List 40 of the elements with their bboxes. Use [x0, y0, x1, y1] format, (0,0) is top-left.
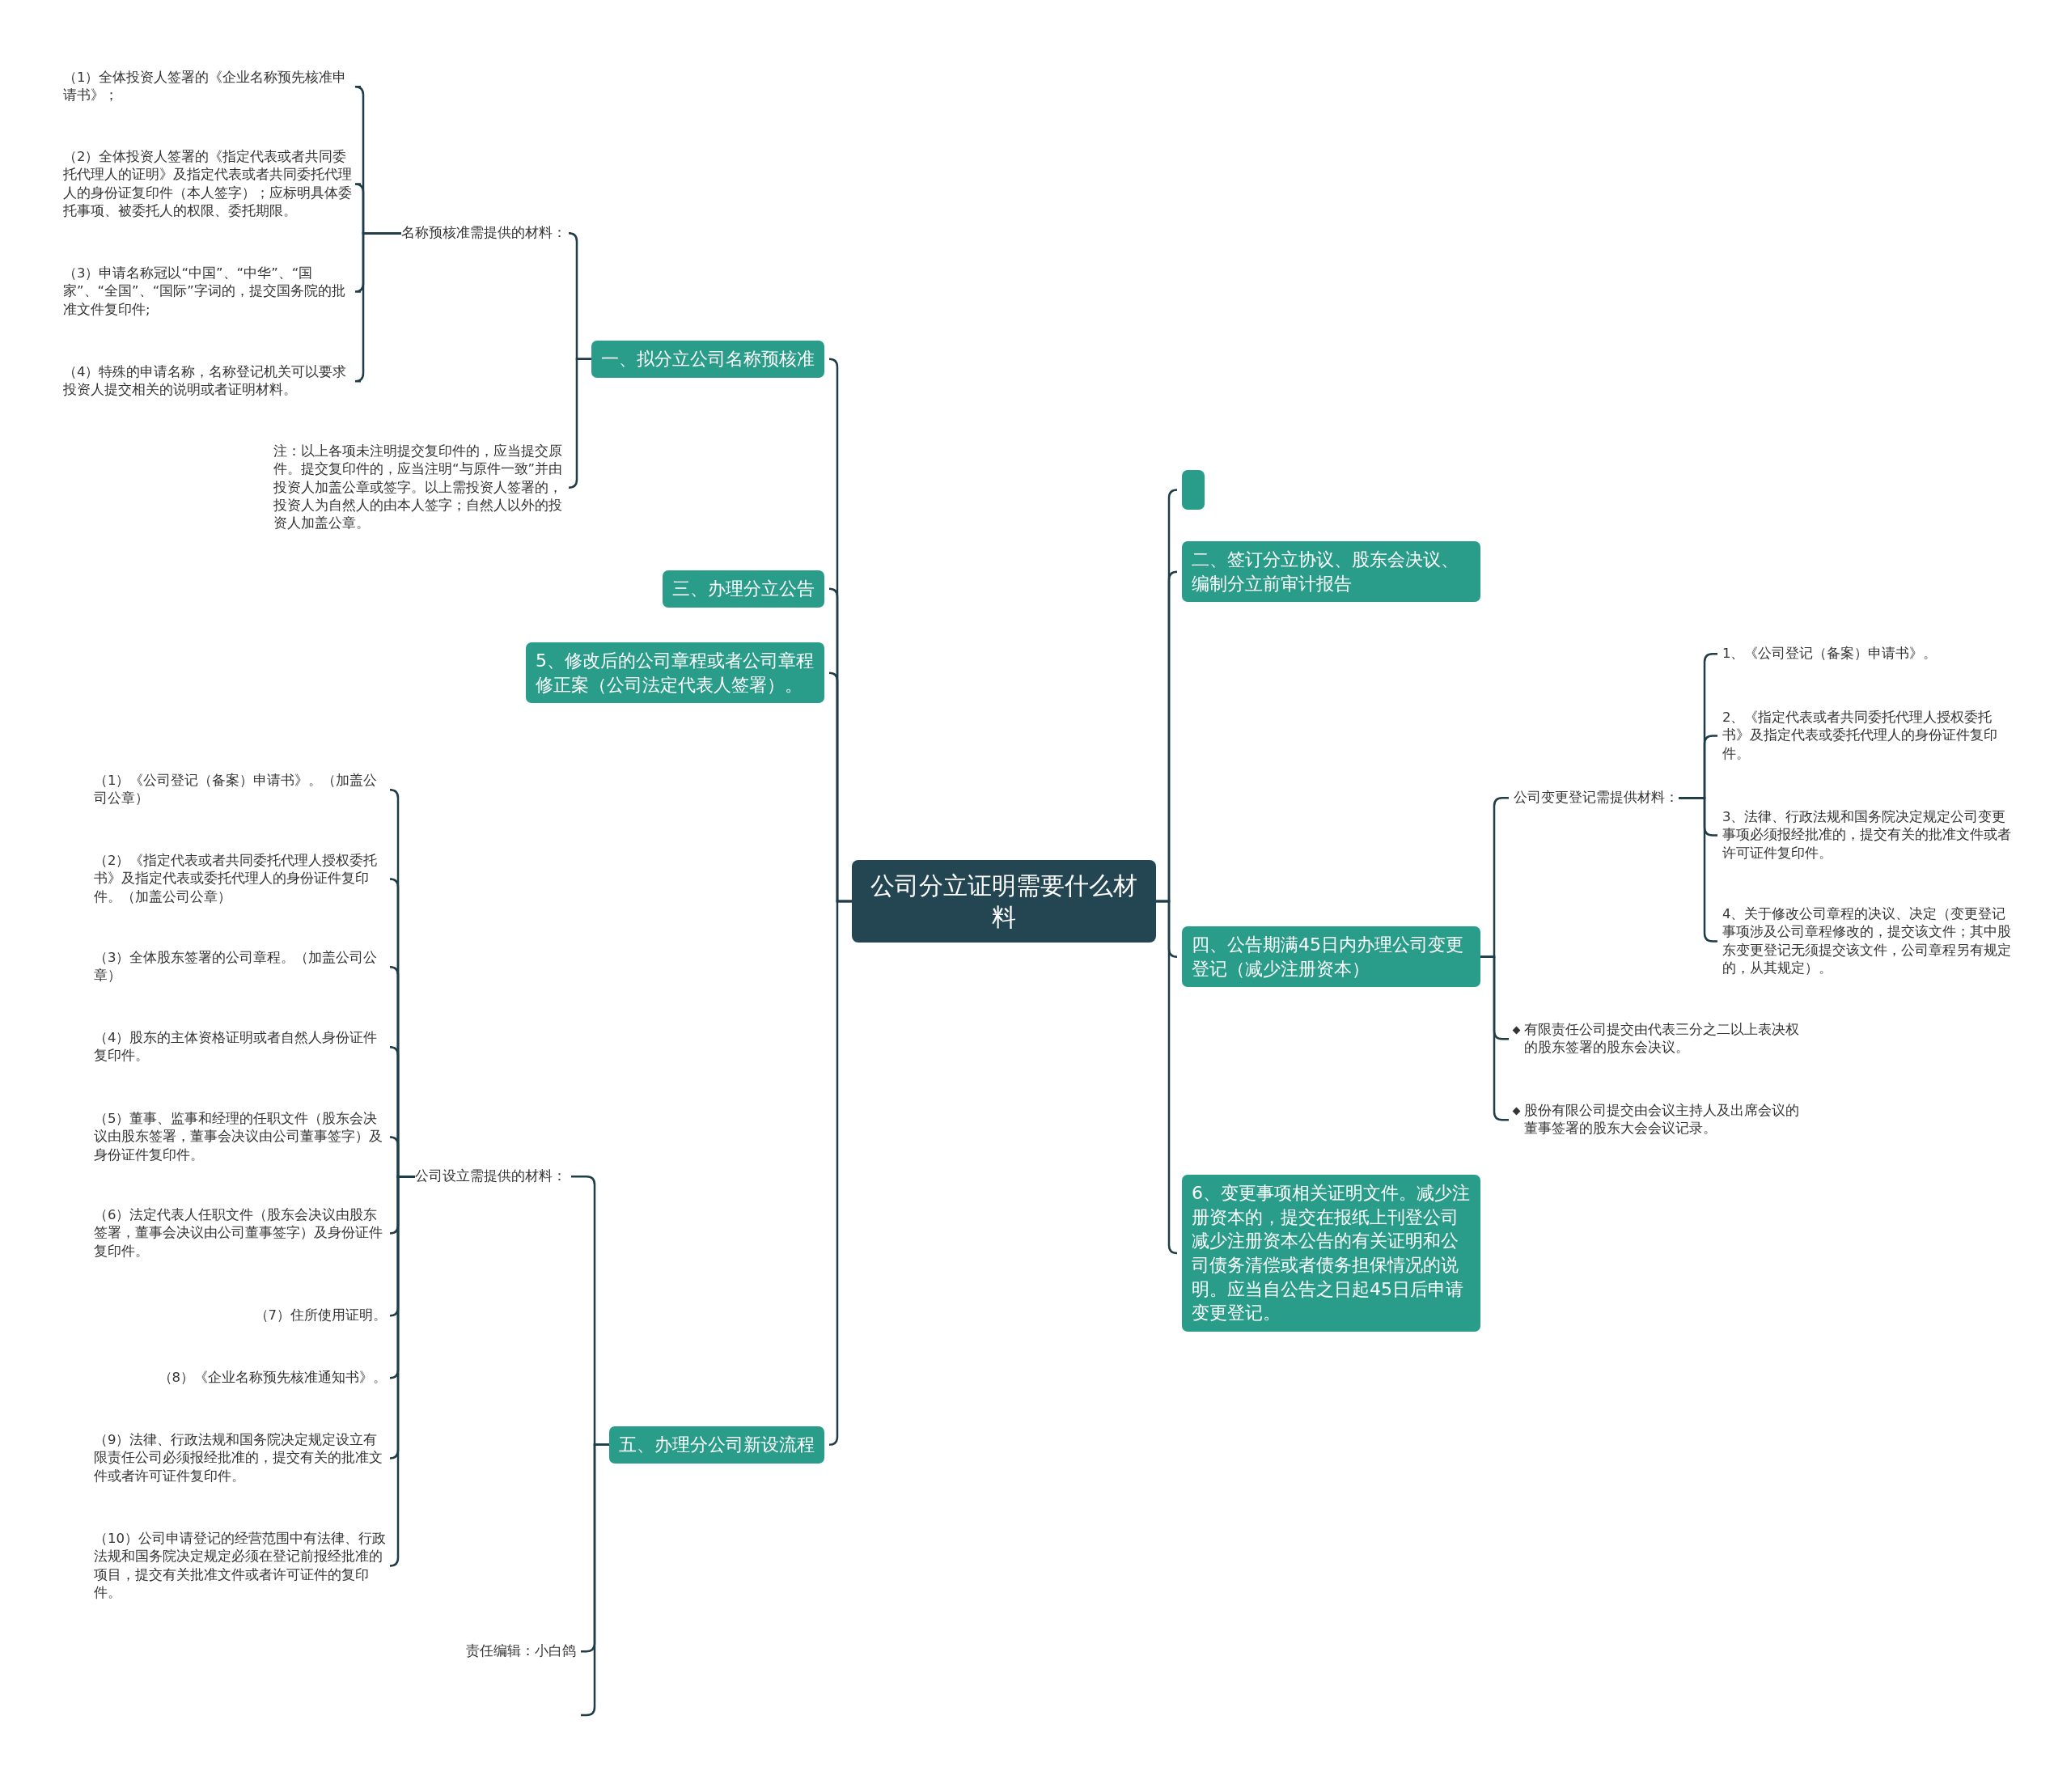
topic-box: 6、变更事项相关证明文件。减少注册资本的，提交在报纸上刊登公司减少注册资本公告的有关证明和公司债务清偿或者债务担保情况的说明。应当自公告之日起45日后申请变更登记。 [1182, 1175, 1480, 1332]
item-text: 公司变更登记需提供材料： [1514, 789, 1679, 807]
connector-line [581, 1443, 609, 1717]
note-text: 注：以上各项未注明提交复印件的，应当提交原件。提交复印件的，应当注明“与原件一致”并由投资人加盖公章或签字。以上需投资人签署的，投资人为自然人的由本人签字；自然人以外的投资人加盖公章。 [273, 443, 565, 533]
item-text: （2）《指定代表或者共同委托代理人授权委托书》及指定代表或委托代理人的身份证件复印件。（加盖公司公章） [94, 852, 387, 906]
item-text: （8）《企业名称预先核准通知书》。 [158, 1369, 387, 1387]
item-text: （3）申请名称冠以“中国”、“中华”、“国家”、“全国”、“国际”字词的，提交国务院的批准文件复印件; [63, 265, 356, 319]
topic-box: 二、签订分立协议、股东会决议、编制分立前审计报告 [1182, 541, 1480, 603]
item-text: 2、《指定代表或者共同委托代理人授权委托书》及指定代表或委托代理人的身份证件复印件。 [1722, 709, 2018, 763]
item-text: （4）股东的主体资格证明或者自然人身份证件复印件。 [94, 1029, 387, 1065]
item-text: （9）法律、行政法规和国务院决定规定设立有限责任公司必须报经批准的，提交有关的批准文件或者许可证件复印件。 [94, 1431, 387, 1485]
topic-box: 一、拟分立公司名称预核准 [591, 341, 824, 378]
item-text: 股份有限公司提交由会议主持人及出席会议的董事签署的股东大会会议记录。 [1524, 1102, 1800, 1138]
item-text: 4、关于修改公司章程的决议、决定（变更登记事项涉及公司章程修改的，提交该文件；其中股东变更登记无须提交该文件，公司章程另有规定的，从其规定）。 [1722, 905, 2018, 978]
central-topic-box: 公司分立证明需要什么材料 [852, 860, 1156, 943]
item-text: 3、法律、行政法规和国务院决定规定公司变更事项必须报经批准的，提交有关的批准文件或者许可证件复印件。 [1722, 808, 2018, 862]
topic-box: 四、公告期满45日内办理公司变更登记（减少注册资本） [1182, 926, 1480, 988]
topic-box: 三、办理分立公告 [663, 570, 824, 608]
connector-line [354, 231, 401, 383]
item-text: （5）董事、监事和经理的任职文件（股东会决议由股东签署，董事会决议由公司董事签字）及身份证件复印件。 [94, 1110, 387, 1164]
item-text: （3）全体股东签署的公司章程。（加盖公司公章） [94, 949, 387, 985]
item-text: （1）《公司登记（备案）申请书》。（加盖公司公章） [94, 772, 387, 808]
connector-line [1156, 900, 1179, 1255]
connector-line [388, 1175, 415, 1567]
item-text: （6）法定代表人任职文件（股东会决议由股东签署，董事会决议由公司董事签字）及身份证件复印件。 [94, 1206, 387, 1260]
topic-box: 5、修改后的公司章程或者公司章程修正案（公司法定代表人签署）。 [526, 642, 824, 704]
item-text: 名称预核准需提供的材料： [401, 224, 566, 243]
item-text: （7）住所使用证明。 [254, 1307, 387, 1325]
item-text: （1）全体投资人签署的《企业名称预先核准申请书》； [63, 69, 356, 105]
item-text: （10）公司申请登记的经营范围中有法律、行政法规和国务院决定规定必须在登记前报经批准的项目，提交有关批准文件或者许可证件的复印件。 [94, 1530, 387, 1603]
item-text: （4）特殊的申请名称，名称登记机关可以要求投资人提交相关的说明或者证明材料。 [63, 363, 356, 400]
connector-line [567, 358, 591, 489]
item-text: 公司设立需提供的材料： [415, 1167, 566, 1186]
topic-box: 五、办理分公司新设流程 [609, 1426, 824, 1464]
item-text: 1、《公司登记（备案）申请书》。 [1722, 645, 2018, 663]
item-text: 有限责任公司提交由代表三分之二以上表决权的股东签署的股东会决议。 [1524, 1021, 1800, 1057]
empty-topic-box [1182, 470, 1205, 510]
item-text: 责任编辑：小白鸽 [466, 1642, 576, 1661]
item-text: （2）全体投资人签署的《指定代表或者共同委托代理人的证明》及指定代表或者共同委托代理人的身份证复印件（本人签字）；应标明具体委托事项、被委托人的权限、委托期限。 [63, 148, 356, 221]
connector-line [828, 900, 852, 1447]
